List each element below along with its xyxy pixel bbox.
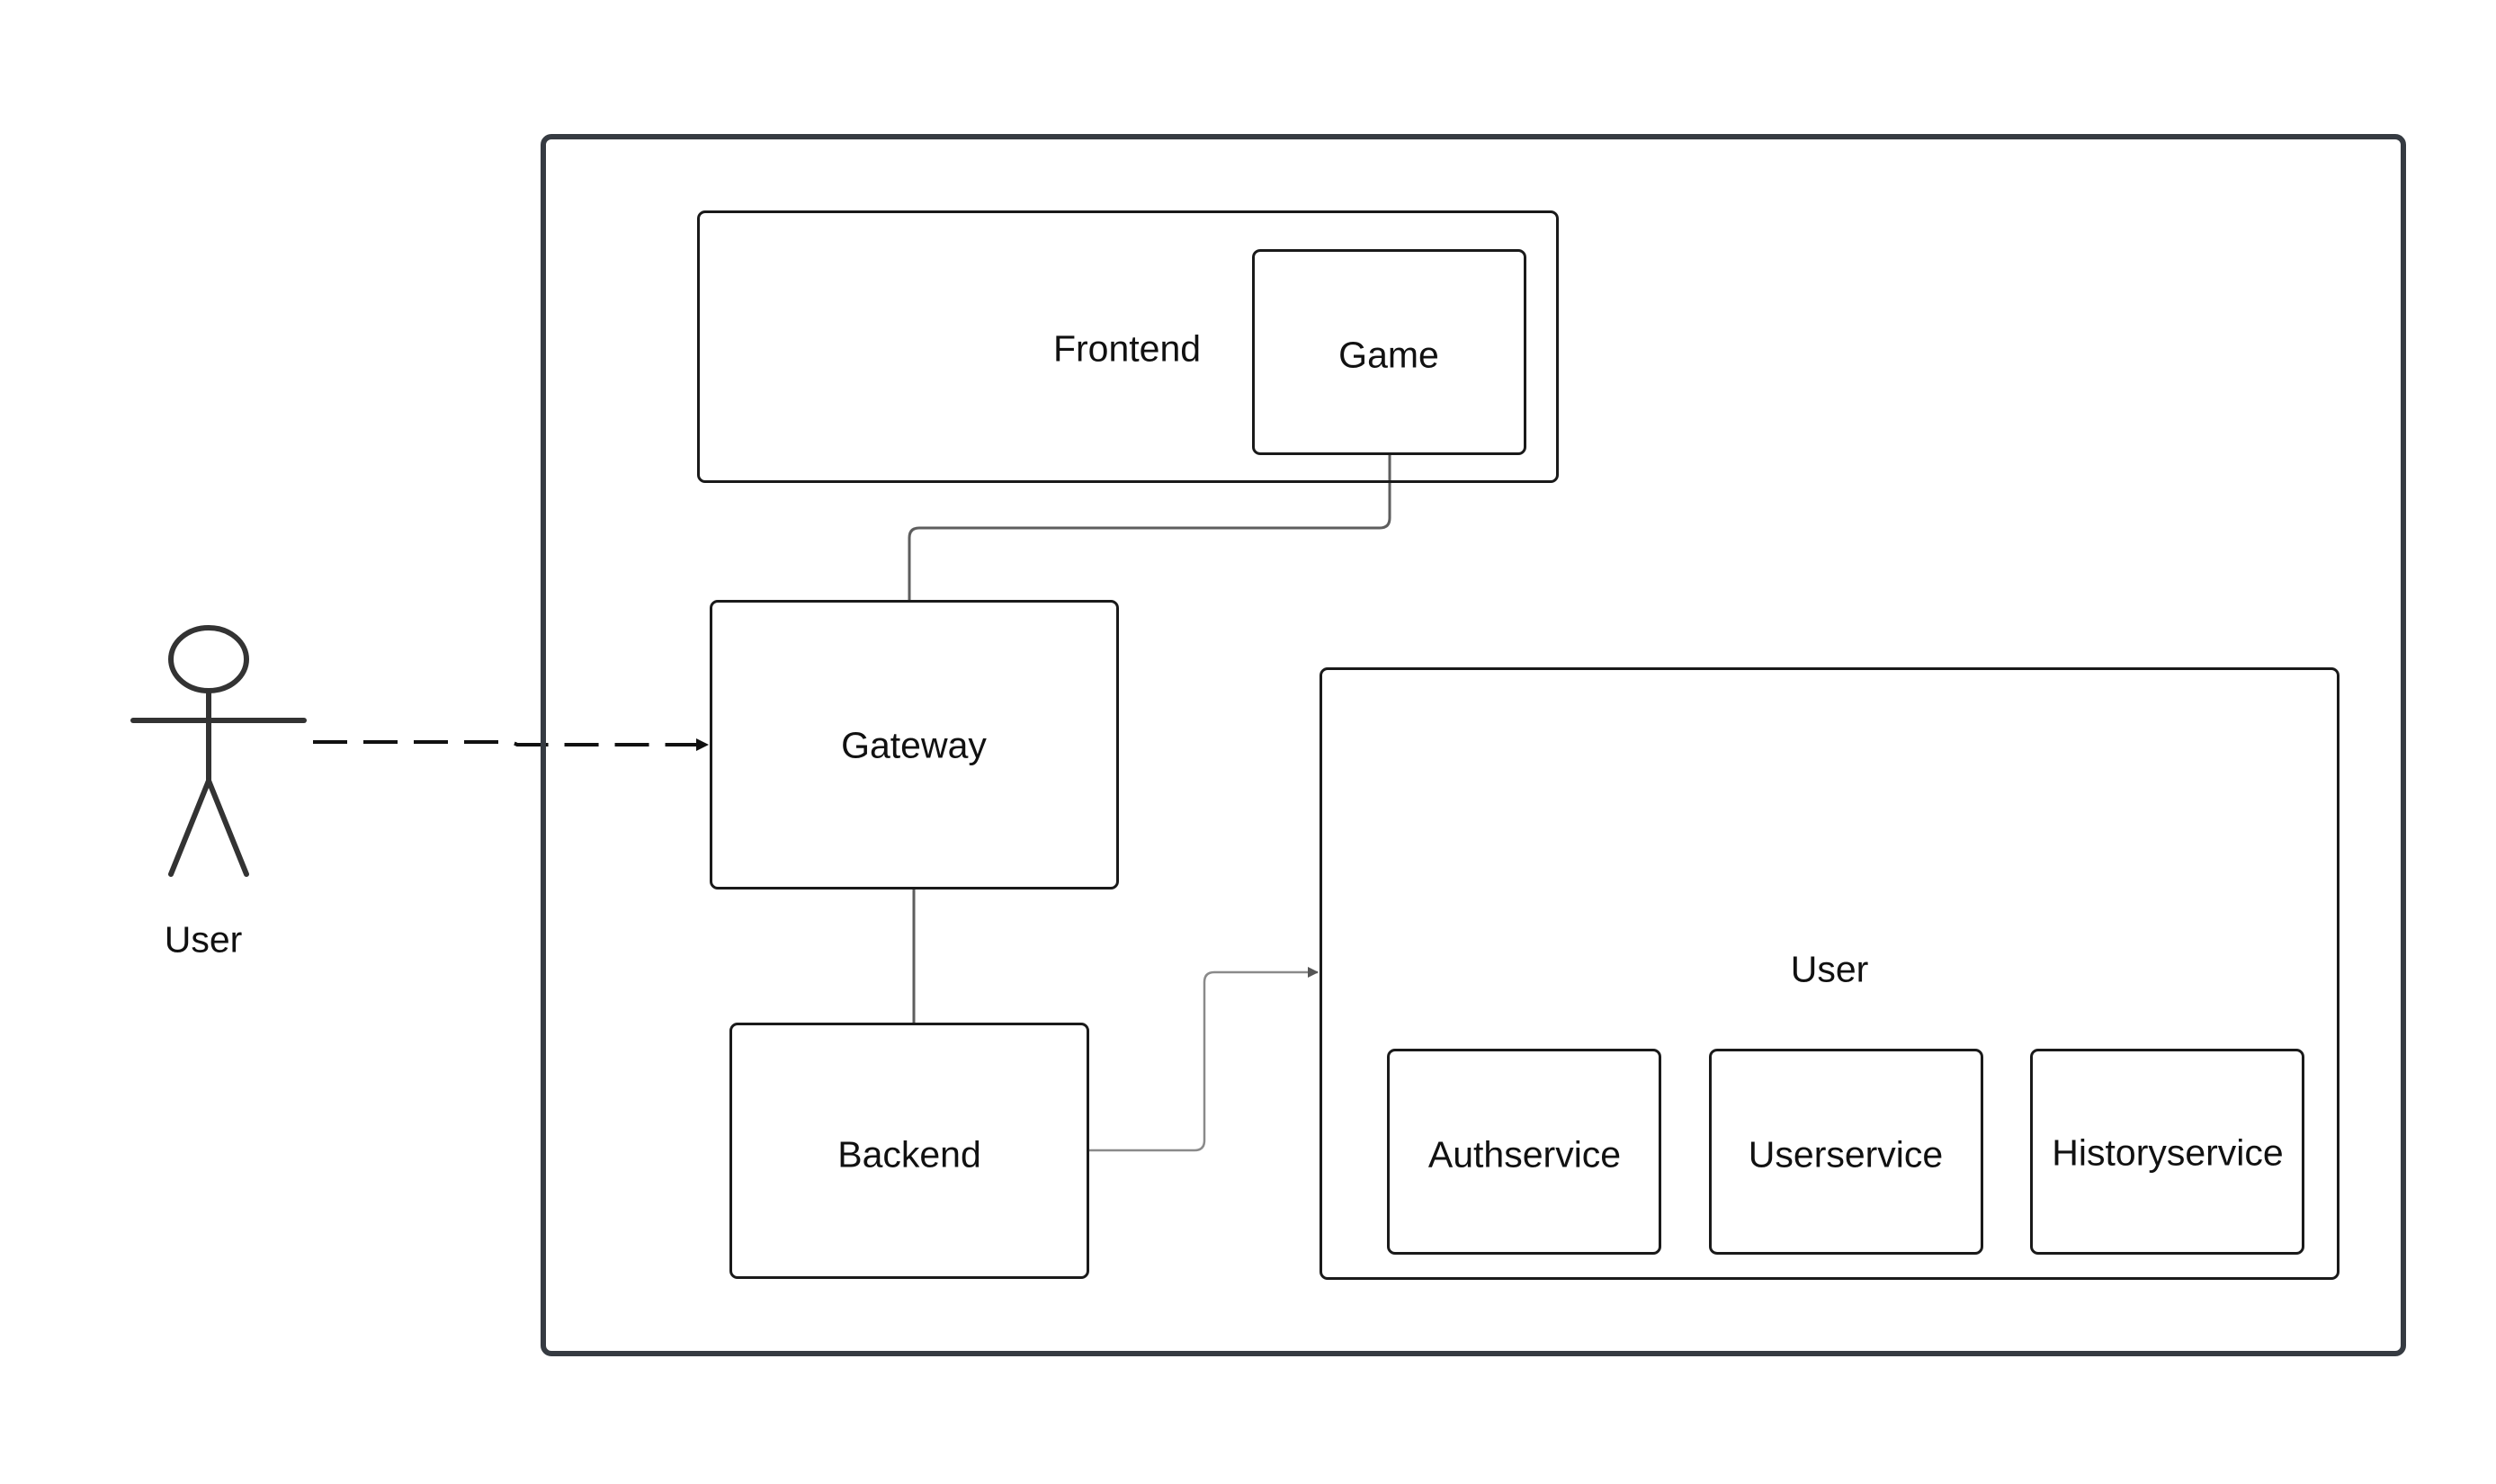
authservice-label: Authservice (1427, 1133, 1622, 1176)
user-group-label: User (1790, 948, 1869, 990)
historyservice-node[interactable] (2030, 1049, 2304, 1255)
actor-label: User (164, 918, 243, 961)
user-group-container[interactable] (1320, 667, 2339, 1280)
gateway-label: Gateway (841, 724, 987, 766)
actor-to-gateway-arrow (313, 738, 709, 751)
authservice-node[interactable] (1387, 1049, 1661, 1255)
system-boundary (541, 134, 2406, 1356)
frontend-label: Frontend (1052, 327, 1202, 370)
backend-to-user-group-arrow (1088, 967, 1319, 1152)
user-actor-icon (130, 625, 307, 877)
userservice-node[interactable] (1709, 1049, 1983, 1255)
frontend-container[interactable] (697, 210, 1559, 483)
historyservice-label: Historyservice (2052, 1131, 2284, 1174)
game-to-gateway-connector (908, 454, 1391, 601)
backend-label: Backend (837, 1133, 981, 1176)
gateway-node[interactable] (710, 600, 1119, 890)
backend-node[interactable] (729, 1023, 1089, 1279)
userservice-label: Userservice (1748, 1133, 1944, 1176)
game-node[interactable] (1252, 249, 1526, 455)
game-label: Game (1338, 334, 1439, 376)
